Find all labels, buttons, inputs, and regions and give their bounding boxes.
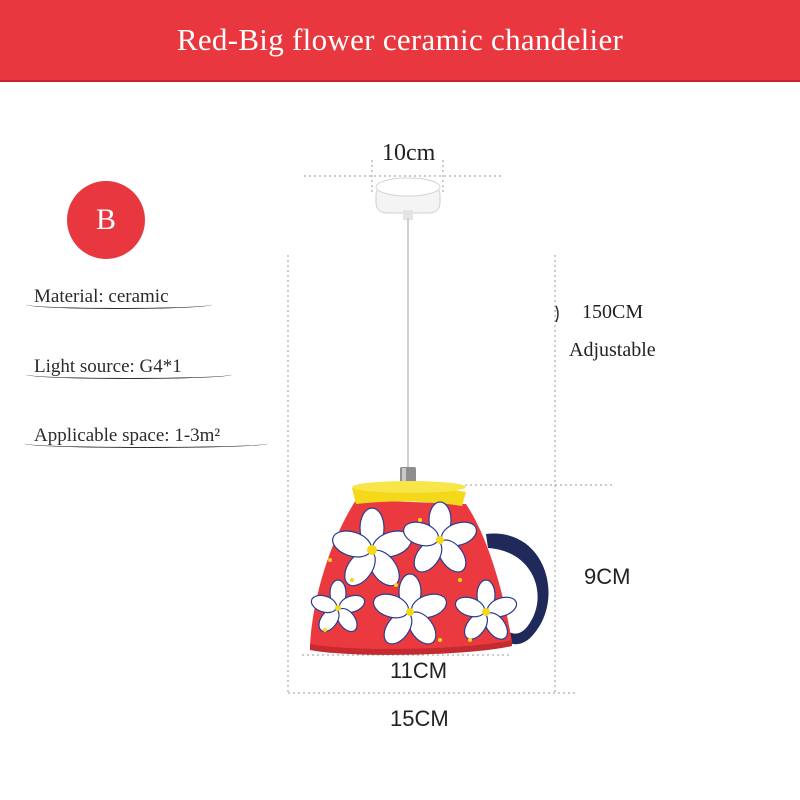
cord-adjustable-label: Adjustable — [569, 339, 656, 361]
cord-length-label: 150CM — [582, 301, 644, 323]
page-title: Red-Big flower ceramic chandelier — [176, 22, 624, 57]
dimension-guides — [287, 160, 615, 694]
flower-dots — [323, 518, 472, 642]
cup-handle — [486, 533, 549, 645]
shade-height-label: 9CM — [584, 564, 631, 589]
bottom-width-label: 11CM — [390, 658, 448, 683]
variant-badge-label: B — [95, 203, 116, 236]
ceiling-canopy — [375, 177, 441, 220]
total-width-label: 15CM — [390, 706, 449, 731]
spec-material-underline — [26, 300, 212, 309]
spec-applicable-space-underline — [24, 439, 268, 448]
title-banner: Red-Big flower ceramic chandelier — [0, 0, 800, 82]
canopy-width-label: 10cm — [382, 140, 436, 166]
flower-pattern — [310, 501, 518, 645]
spec-light-source-underline — [26, 370, 232, 379]
cord-bracket — [555, 305, 559, 323]
variant-badge: B — [67, 181, 145, 259]
cup-rim — [352, 481, 466, 506]
